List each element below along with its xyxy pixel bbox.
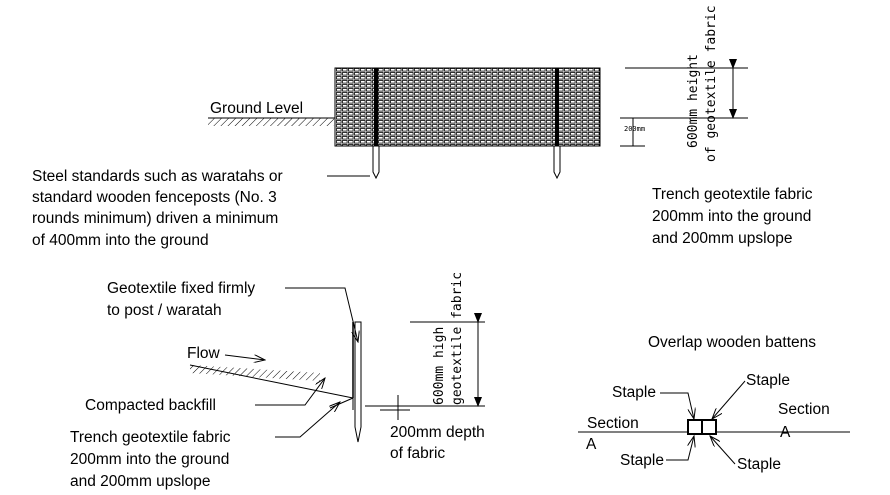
post-right-tip: [553, 146, 561, 180]
batten-left: [687, 419, 703, 435]
staple-bl-leader: [666, 436, 694, 461]
depth-note-1: 200mm depth: [390, 424, 485, 441]
overlap-title: Overlap wooden battens: [648, 334, 816, 351]
section-left-label: Section: [587, 415, 639, 432]
section-trench-note-2: 200mm into the ground: [70, 451, 229, 468]
ground-hatch: [208, 118, 334, 126]
dim-height-label-1: 600mm height: [686, 54, 701, 148]
section-trench-note-1: Trench geotextile fabric: [70, 429, 231, 446]
flow-label: Flow: [187, 345, 221, 362]
fixed-leader: [285, 287, 358, 342]
section-trench-leader: [275, 402, 340, 438]
staple-bl: Staple: [620, 452, 664, 469]
staple-tr-leader: [712, 380, 746, 419]
section-post: [354, 321, 362, 443]
a-right-label: A: [780, 424, 791, 441]
backfill-label: Compacted backfill: [85, 397, 216, 414]
section-right-label: Section: [778, 401, 830, 418]
flow-arrow: [224, 354, 265, 360]
section-trench-fold: [329, 397, 354, 409]
fixed-note-2: to post / waratah: [107, 302, 222, 319]
standards-note-4: of 400mm into the ground: [32, 232, 209, 249]
section-dim-label-2: geotextile fabric: [450, 272, 465, 405]
trench-note-3: and 200mm upslope: [652, 230, 792, 247]
a-left-label: A: [586, 436, 597, 453]
batten-right: [701, 419, 717, 435]
staple-tr: Staple: [746, 372, 790, 389]
standards-note-2: standard wooden fenceposts (No. 3: [32, 189, 277, 206]
backfill-leader: [255, 378, 325, 406]
trench-note-1: Trench geotextile fabric: [652, 186, 813, 203]
section-dim-label-1: 600mm high: [432, 327, 447, 405]
trench-note-2: 200mm into the ground: [652, 208, 811, 225]
post-left: [374, 68, 378, 146]
standards-note-3: rounds minimum) driven a minimum: [32, 210, 278, 227]
staple-tl: Staple: [612, 384, 656, 401]
section-view: Flow Geotextile fixed firmly to post / w…: [70, 272, 485, 490]
elevation-view: Ground Level 200mm 600mm height of geote…: [32, 5, 813, 249]
ground-level-label: Ground Level: [210, 100, 303, 117]
overlap-view: Overlap wooden battens Section A Section…: [578, 334, 850, 473]
dim-height-label-2: of geotextile fabric: [704, 5, 719, 162]
dim-small-label: 200mm: [624, 125, 645, 133]
staple-br-leader: [710, 436, 736, 465]
fixed-note-1: Geotextile fixed firmly: [107, 280, 255, 297]
depth-note-2: of fabric: [390, 445, 445, 462]
post-left-tip: [372, 146, 380, 180]
standards-note-1: Steel standards such as waratahs or: [32, 168, 283, 185]
staple-br: Staple: [737, 456, 781, 473]
section-ground-hatch: [190, 365, 320, 381]
staple-tl-leader: [660, 392, 694, 419]
post-right: [555, 68, 559, 146]
section-trench-note-3: and 200mm upslope: [70, 473, 210, 490]
